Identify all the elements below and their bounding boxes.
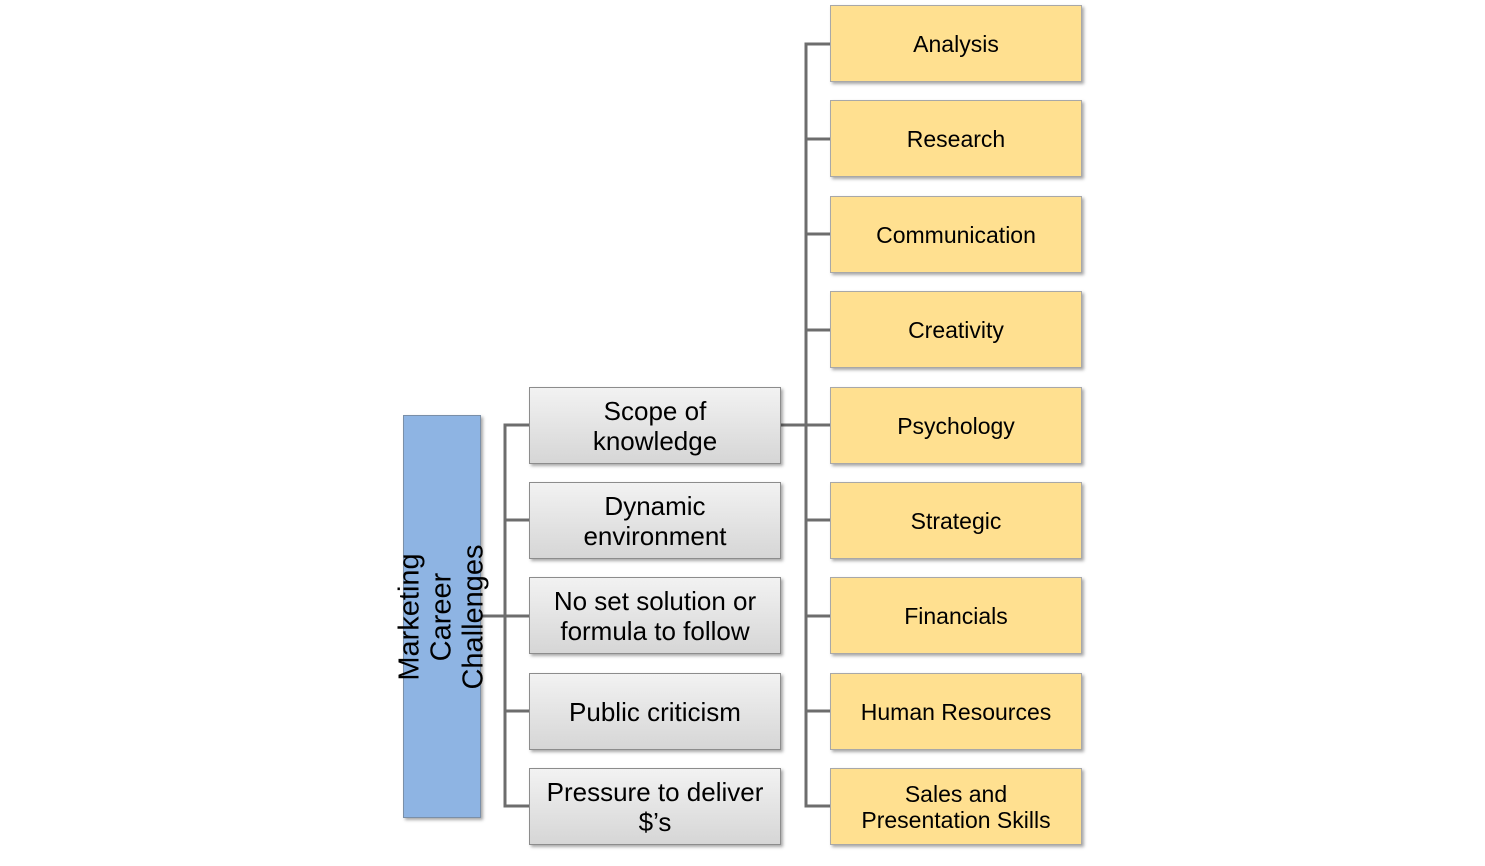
skill-label: Creativity <box>908 316 1004 343</box>
challenge-node-no-set-solution: No set solution or formula to follow <box>529 577 781 654</box>
challenge-label: Dynamic environment <box>583 490 727 551</box>
skill-label: Strategic <box>910 507 1002 534</box>
skill-node-psychology: Psychology <box>830 387 1082 464</box>
skill-label: Psychology <box>897 412 1015 439</box>
skill-node-human-resources: Human Resources <box>830 673 1082 750</box>
skill-label: Research <box>906 125 1006 152</box>
challenge-node-dynamic: Dynamic environment <box>529 482 781 559</box>
skill-node-strategic: Strategic <box>830 482 1082 559</box>
challenge-label: Scope of knowledge <box>592 395 718 456</box>
challenge-label: Public criticism <box>569 696 741 727</box>
challenge-label: No set solution or formula to follow <box>553 585 757 646</box>
skill-node-analysis: Analysis <box>830 5 1082 82</box>
challenge-node-scope: Scope of knowledge <box>529 387 781 464</box>
skill-label: Analysis <box>913 30 999 57</box>
challenge-label: Pressure to deliver $’s <box>546 776 764 837</box>
skill-node-creativity: Creativity <box>830 291 1082 368</box>
skill-label: Financials <box>904 602 1008 629</box>
skill-node-sales-presentation: Sales and Presentation Skills <box>830 768 1082 845</box>
skill-node-communication: Communication <box>830 196 1082 273</box>
challenge-node-public-criticism: Public criticism <box>529 673 781 750</box>
skill-label: Sales and Presentation Skills <box>861 780 1051 833</box>
challenge-node-pressure: Pressure to deliver $’s <box>529 768 781 845</box>
skill-node-research: Research <box>830 100 1082 177</box>
root-node: Marketing Career Challenges <box>394 415 490 818</box>
skill-label: Human Resources <box>860 698 1052 725</box>
root-label: Marketing Career Challenges <box>394 543 490 690</box>
skill-label: Communication <box>876 221 1036 248</box>
skill-node-financials: Financials <box>830 577 1082 654</box>
